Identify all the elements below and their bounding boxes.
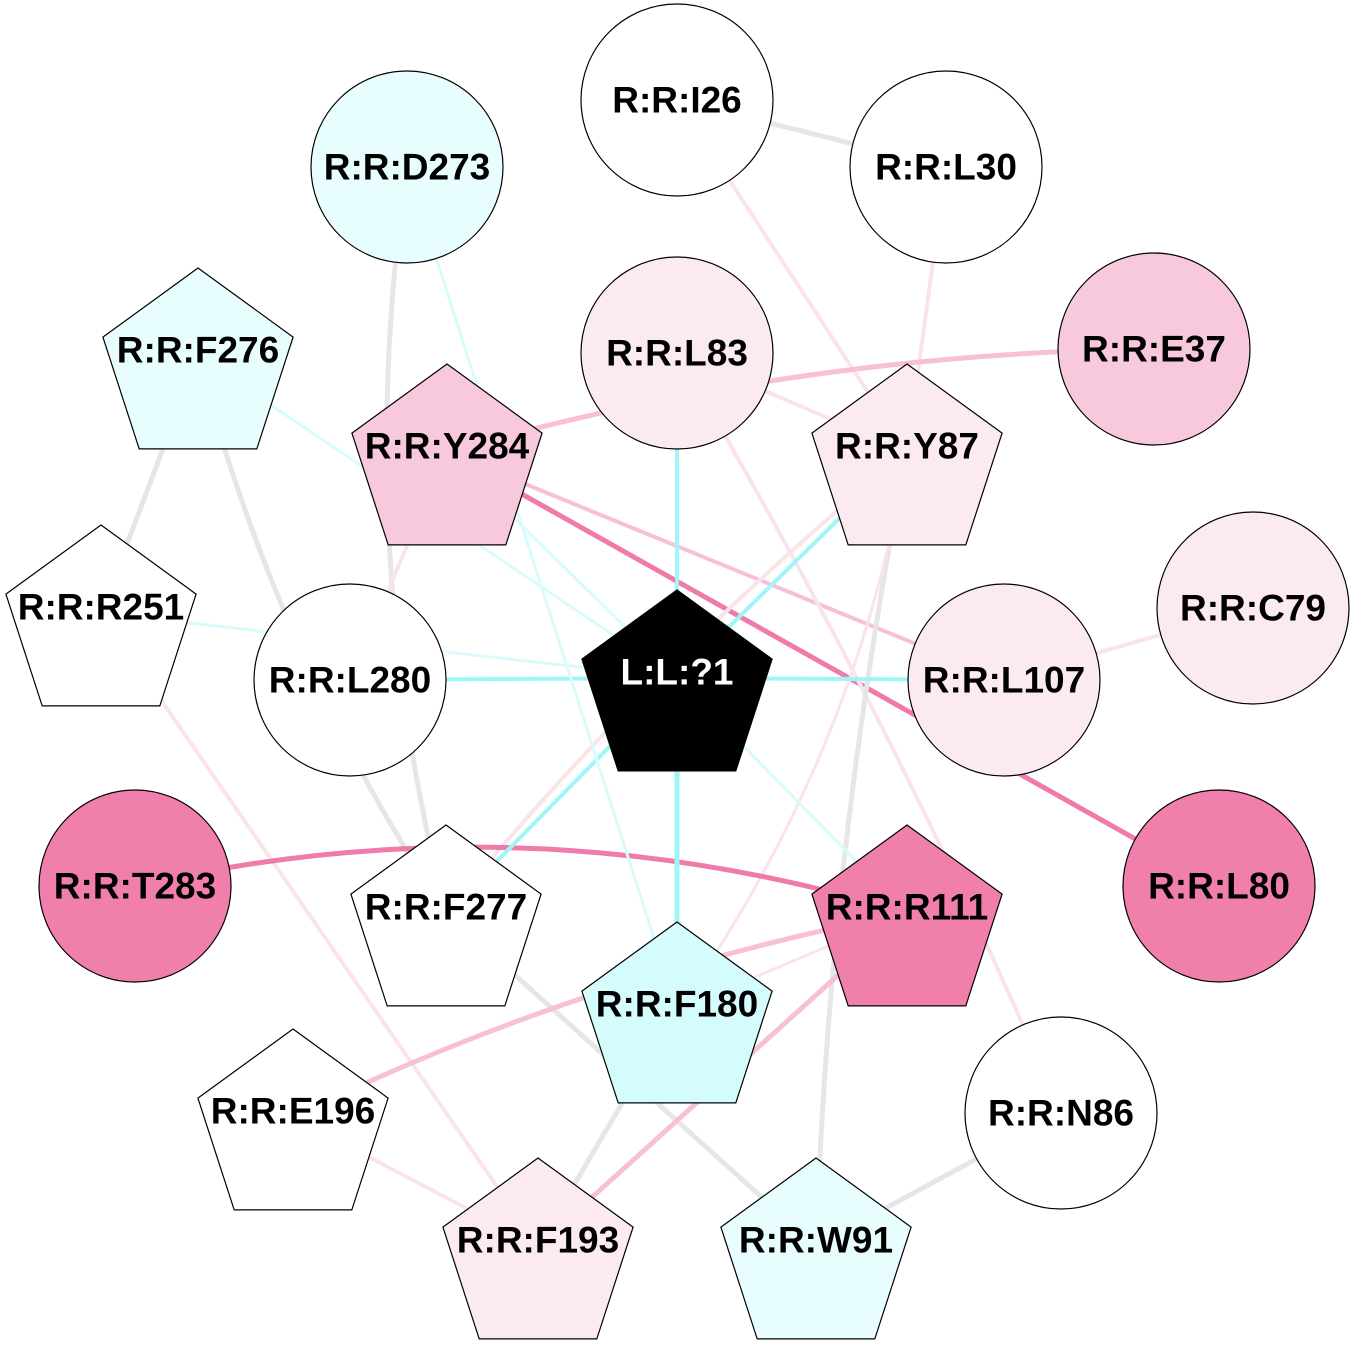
node-f277[interactable]: R:R:F277 bbox=[350, 824, 542, 1007]
edge-y284-l80 bbox=[444, 449, 1222, 889]
node-r111[interactable]: R:R:R111 bbox=[811, 824, 1003, 1007]
node-label: R:R:L83 bbox=[606, 333, 748, 374]
node-t283[interactable]: R:R:T283 bbox=[38, 789, 232, 983]
node-f193[interactable]: R:R:F193 bbox=[442, 1157, 634, 1340]
node-label: R:R:D273 bbox=[324, 147, 491, 188]
node-shape-pentagon bbox=[720, 1157, 912, 1340]
node-c79[interactable]: R:R:C79 bbox=[1156, 511, 1350, 705]
node-l80[interactable]: R:R:L80 bbox=[1122, 789, 1316, 983]
edge-r251-f193 bbox=[99, 611, 540, 1248]
node-label: R:R:L107 bbox=[923, 660, 1085, 701]
edge-y87-w91 bbox=[813, 449, 910, 1249]
node-label: R:R:C79 bbox=[1180, 588, 1326, 629]
node-shape-pentagon bbox=[811, 824, 1003, 1007]
node-shape-pentagon bbox=[5, 524, 197, 707]
node-label: R:R:L280 bbox=[269, 660, 431, 701]
node-shape-pentagon bbox=[581, 589, 773, 772]
node-label: R:R:I26 bbox=[612, 80, 742, 121]
node-label: R:R:F180 bbox=[596, 984, 758, 1025]
node-label: R:R:F277 bbox=[365, 887, 527, 928]
node-n86[interactable]: R:R:N86 bbox=[964, 1016, 1158, 1210]
node-label: R:R:W91 bbox=[739, 1220, 893, 1261]
node-label: R:R:T283 bbox=[54, 866, 216, 907]
node-label: R:R:Y87 bbox=[835, 426, 979, 467]
node-label: R:R:R251 bbox=[18, 587, 185, 628]
node-shape-circle bbox=[907, 583, 1101, 777]
node-i26[interactable]: R:R:I26 bbox=[580, 3, 774, 197]
node-f180[interactable]: R:R:F180 bbox=[581, 921, 773, 1104]
node-r251[interactable]: R:R:R251 bbox=[5, 524, 197, 707]
edge-l83-n86 bbox=[675, 351, 1063, 1115]
node-l107[interactable]: R:R:L107 bbox=[907, 583, 1101, 777]
node-label: R:R:L80 bbox=[1148, 866, 1290, 907]
node-shape-circle bbox=[580, 256, 774, 450]
node-label: L:L:?1 bbox=[620, 652, 733, 693]
node-label: R:R:L30 bbox=[875, 147, 1017, 188]
node-f276[interactable]: R:R:F276 bbox=[102, 267, 294, 450]
node-shape-circle bbox=[1122, 789, 1316, 983]
node-y87[interactable]: R:R:Y87 bbox=[811, 363, 1003, 546]
edge-y284-l107 bbox=[445, 450, 1006, 682]
node-shape-circle bbox=[964, 1016, 1158, 1210]
node-l30[interactable]: R:R:L30 bbox=[849, 70, 1043, 264]
edge-d273-f180 bbox=[405, 165, 679, 1012]
node-d273[interactable]: R:R:D273 bbox=[310, 70, 504, 264]
node-label: R:R:F193 bbox=[457, 1220, 619, 1261]
node-l280[interactable]: R:R:L280 bbox=[253, 583, 447, 777]
node-y284[interactable]: R:R:Y284 bbox=[351, 363, 543, 546]
edge-t283-r111 bbox=[132, 844, 910, 916]
node-label: R:R:E196 bbox=[211, 1091, 376, 1132]
node-label: R:R:R111 bbox=[826, 887, 988, 928]
node-e196[interactable]: R:R:E196 bbox=[197, 1028, 389, 1211]
node-shape-pentagon bbox=[442, 1157, 634, 1340]
node-shape-circle bbox=[849, 70, 1043, 264]
node-shape-circle bbox=[38, 789, 232, 983]
node-shape-circle bbox=[1156, 511, 1350, 705]
node-e37[interactable]: R:R:E37 bbox=[1057, 252, 1251, 446]
node-shape-pentagon bbox=[351, 363, 543, 546]
node-shape-pentagon bbox=[350, 824, 542, 1007]
node-shape-circle bbox=[310, 70, 504, 264]
node-l83[interactable]: R:R:L83 bbox=[580, 256, 774, 450]
node-label: R:R:N86 bbox=[988, 1093, 1134, 1134]
node-shape-circle bbox=[1057, 252, 1251, 446]
node-w91[interactable]: R:R:W91 bbox=[720, 1157, 912, 1340]
node-l1[interactable]: L:L:?1 bbox=[581, 589, 773, 772]
node-shape-pentagon bbox=[581, 921, 773, 1104]
node-label: R:R:Y284 bbox=[365, 426, 530, 467]
node-shape-pentagon bbox=[102, 267, 294, 450]
node-shape-circle bbox=[253, 583, 447, 777]
node-shape-pentagon bbox=[197, 1028, 389, 1211]
edge-y284-e37 bbox=[444, 346, 1157, 455]
node-shape-pentagon bbox=[811, 363, 1003, 546]
node-shape-circle bbox=[580, 3, 774, 197]
node-label: R:R:E37 bbox=[1082, 329, 1226, 370]
node-label: R:R:F276 bbox=[117, 330, 279, 371]
